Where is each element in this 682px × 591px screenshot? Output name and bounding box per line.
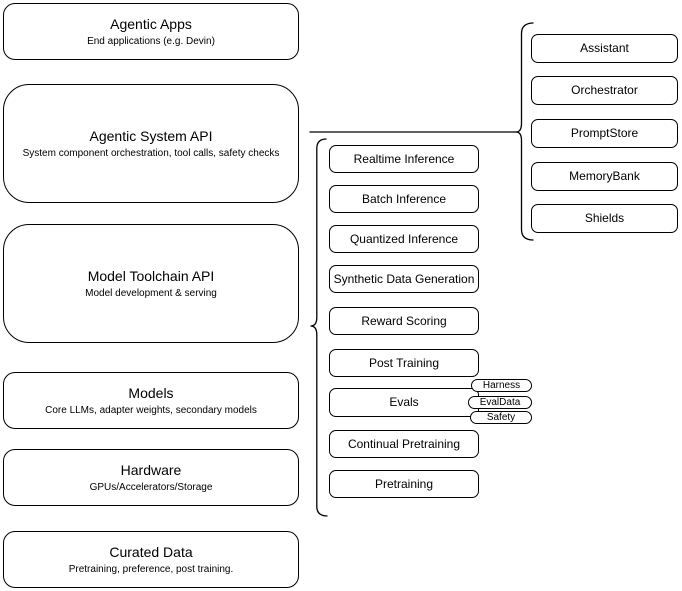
layer-model-toolchain-api: Model Toolchain API Model development & … [3, 224, 299, 343]
node-label: Shields [584, 211, 625, 225]
layer-title: Model Toolchain API [87, 267, 215, 284]
layer-title: Agentic System API [89, 127, 213, 144]
node-label: Orchestrator [571, 83, 638, 97]
layer-agentic-system-api: Agentic System API System component orch… [3, 84, 299, 203]
layer-title: Curated Data [109, 543, 193, 560]
tag-label: EvalData [479, 397, 521, 408]
node-assistant: Assistant [531, 34, 678, 63]
tag-safety: Safety [470, 411, 532, 424]
layer-subtitle: Model development & serving [85, 287, 217, 299]
node-quantized-inference: Quantized Inference [329, 225, 479, 253]
node-label: Post Training [368, 355, 440, 370]
layer-subtitle: Pretraining, preference, post training. [68, 563, 234, 575]
layer-title: Hardware [120, 461, 182, 478]
node-label: Pretraining [374, 476, 434, 491]
node-post-training: Post Training [329, 349, 479, 377]
layer-agentic-apps: Agentic Apps End applications (e.g. Devi… [3, 3, 299, 60]
node-realtime-inference: Realtime Inference [329, 145, 479, 173]
node-promptstore: PromptStore [531, 119, 678, 148]
layer-subtitle: End applications (e.g. Devin) [87, 35, 215, 47]
layer-subtitle: Core LLMs, adapter weights, secondary mo… [45, 404, 257, 416]
node-reward-scoring: Reward Scoring [329, 307, 479, 335]
node-memorybank: MemoryBank [531, 162, 678, 191]
node-label: Assistant [580, 41, 629, 55]
node-label: PromptStore [570, 126, 639, 140]
node-pretraining: Pretraining [329, 470, 479, 498]
node-shields: Shields [531, 204, 678, 233]
node-label: MemoryBank [569, 169, 640, 183]
node-evals: Evals [329, 388, 479, 417]
tag-label: Harness [482, 380, 521, 391]
toolchain-brace [310, 138, 328, 517]
node-label: Continual Pretraining [347, 436, 461, 451]
node-label: Batch Inference [361, 191, 447, 206]
layer-subtitle: System component orchestration, tool cal… [22, 147, 280, 159]
tag-label: Safety [486, 412, 516, 423]
tag-harness: Harness [471, 379, 532, 392]
node-synthetic-data-generation: Synthetic Data Generation [329, 265, 479, 293]
node-batch-inference: Batch Inference [329, 185, 479, 213]
layer-subtitle: GPUs/Accelerators/Storage [89, 481, 213, 493]
layer-title: Agentic Apps [110, 15, 192, 32]
layer-hardware: Hardware GPUs/Accelerators/Storage [3, 449, 299, 506]
layer-title: Models [128, 384, 174, 401]
node-label: Synthetic Data Generation [333, 271, 475, 286]
node-label: Evals [389, 395, 419, 409]
layer-curated-data: Curated Data Pretraining, preference, po… [3, 531, 299, 588]
layer-models: Models Core LLMs, adapter weights, secon… [3, 372, 299, 429]
tag-evaldata: EvalData [468, 396, 532, 409]
node-orchestrator: Orchestrator [531, 76, 678, 105]
node-continual-pretraining: Continual Pretraining [329, 430, 479, 458]
node-label: Reward Scoring [361, 313, 447, 328]
node-label: Realtime Inference [353, 151, 455, 166]
node-label: Quantized Inference [349, 231, 459, 246]
